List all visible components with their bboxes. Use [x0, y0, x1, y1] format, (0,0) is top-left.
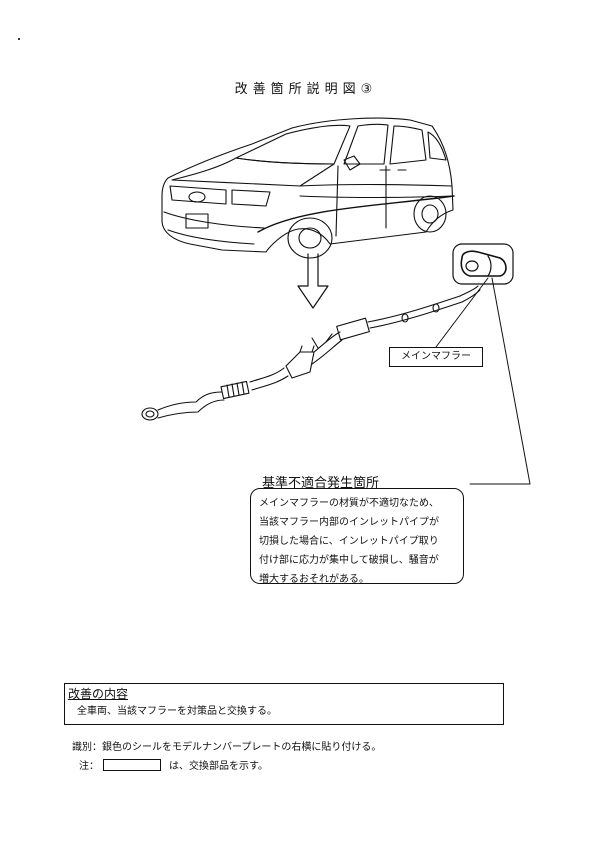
part-label-main-muffler: メインマフラー [389, 347, 483, 367]
defect-line: 切損した場合に、インレットパイプ取り [259, 536, 439, 547]
improvement-body: 全車両、当該マフラーを対策品と交換する。 [77, 706, 277, 717]
defect-line: 付け部に応力が集中して破損し、騒音が [259, 555, 439, 566]
exhaust-pipe-assembly [141, 285, 481, 421]
legend-prefix: 注： [79, 761, 99, 772]
improvement-heading: 改善の内容 [68, 687, 129, 701]
page-title: 改善箇所説明図③ [234, 82, 378, 97]
defect-description: メインマフラーの材質が不適切なため、 当該マフラー内部のインレットパイプが 切損… [250, 488, 464, 585]
defect-line: 増大するおそれがある。 [259, 574, 369, 585]
leader-lines [435, 277, 531, 485]
identification-note: 識別：銀色のシールをモデルナンバープレートの右横に貼り付ける。 [72, 742, 382, 753]
minivan-illustration [161, 117, 455, 259]
defect-line: メインマフラーの材質が不適切なため、 [259, 498, 439, 509]
scan-dot [18, 38, 20, 40]
defect-line: 当該マフラー内部のインレットパイプが [259, 517, 439, 528]
main-muffler [452, 243, 514, 285]
defect-heading: 基準不適合発生箇所 [262, 476, 380, 491]
legend-suffix: は、交換部品を示す。 [169, 761, 268, 772]
legend-note: 注： は、交換部品を示す。 [79, 757, 268, 772]
down-arrow-icon [297, 253, 329, 309]
improvement-section: 改善の内容 全車両、当該マフラーを対策品と交換する。 [64, 683, 504, 725]
legend-swatch-icon [103, 758, 161, 771]
